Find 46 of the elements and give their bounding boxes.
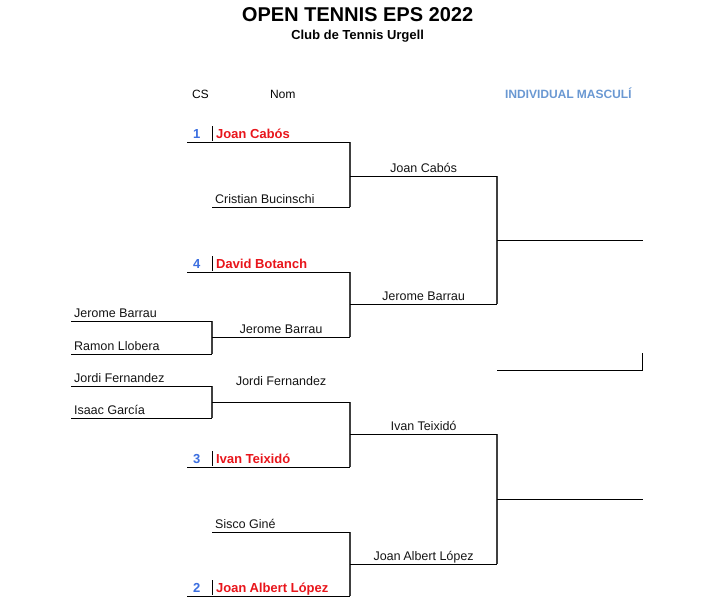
column-header: Nom <box>270 87 296 101</box>
bracket-connector <box>496 239 498 304</box>
seed-number: 3 <box>193 451 200 466</box>
bracket-connector <box>211 386 213 403</box>
player-name: Ivan Teixidó <box>390 419 458 433</box>
bracket-connector <box>349 175 351 207</box>
seed-number: 2 <box>193 580 200 595</box>
bracket-slot <box>187 450 350 468</box>
player-name: Sisco Giné <box>215 517 276 531</box>
player-name: Jerome Barrau <box>381 289 466 303</box>
player-name: Ramon Llobera <box>74 339 160 353</box>
column-header: CS <box>192 87 209 101</box>
bracket-connector <box>496 176 498 241</box>
subtitle: Club de Tennis Urgell <box>290 27 425 42</box>
seeded-player-name: Joan Cabós <box>212 126 290 141</box>
seeded-player-name: David Botanch <box>212 256 308 271</box>
seeded-player-name: Ivan Teixidó <box>212 451 290 466</box>
bracket-connector <box>349 303 351 337</box>
bracket-connector <box>496 434 498 500</box>
bracket-connector <box>349 142 351 177</box>
player-name: Cristian Bucinschi <box>215 192 314 206</box>
seeded-player-name: Joan Albert López <box>212 580 328 595</box>
bracket-connector <box>349 532 351 565</box>
bracket-connector <box>211 401 213 418</box>
bracket-slot <box>187 125 350 143</box>
title: OPEN TENNIS EPS 2022 <box>240 4 474 27</box>
player-name: Joan Cabós <box>389 161 458 175</box>
bracket-connector <box>349 563 351 596</box>
bracket-slot <box>187 579 350 597</box>
bracket-connector <box>349 433 351 467</box>
bracket-connector <box>496 498 498 564</box>
player-name: Jerome Barrau <box>74 306 157 320</box>
bracket-slot <box>187 255 350 273</box>
player-name: Jerome Barrau <box>238 322 324 336</box>
seed-number: 4 <box>193 256 200 271</box>
player-name: Isaac García <box>74 403 145 417</box>
category-heading: INDIVIDUAL MASCULÍ <box>505 87 632 101</box>
player-name: Jordi Fernandez <box>74 371 164 385</box>
bracket-connector <box>211 336 213 354</box>
bracket-connector <box>349 272 351 305</box>
seed-number: 1 <box>193 126 200 141</box>
bracket-connector <box>349 402 351 435</box>
bracket-connector <box>211 321 213 338</box>
player-name: Jordi Fernandez <box>234 374 328 388</box>
empty-bracket-slot <box>497 353 643 371</box>
player-name: Joan Albert López <box>372 549 475 563</box>
